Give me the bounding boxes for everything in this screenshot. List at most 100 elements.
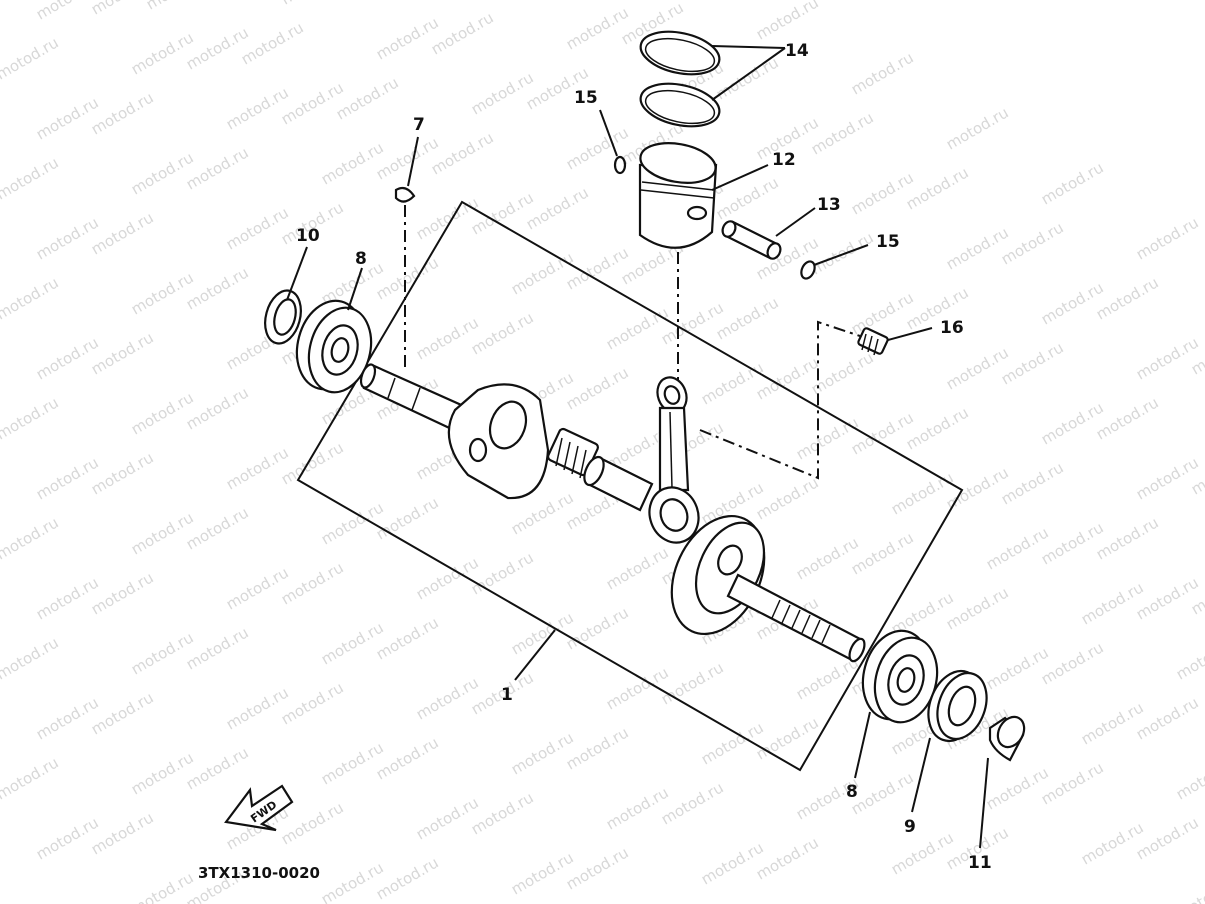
watermark-text: motod.ru [88, 808, 157, 858]
watermark-text: motod.ru [128, 508, 197, 558]
watermark-text: motod.ru [1078, 578, 1147, 628]
watermark-text: motod.ru [0, 153, 62, 203]
watermark-text: motod.ru [183, 263, 252, 313]
watermark-text: motod.ru [508, 608, 577, 658]
watermark-text: motod.ru [33, 813, 102, 863]
watermark-text: motod.ru [1133, 573, 1202, 623]
watermark-text: motod.ru [373, 733, 442, 783]
watermark-text: motod.ru [698, 358, 767, 408]
callout-15-left: 15 [574, 88, 598, 108]
watermark-text: motod.ru [793, 413, 862, 463]
watermark-text: motod.ru [753, 0, 822, 43]
callout-12: 12 [772, 150, 796, 170]
watermark-text: motod.ru [603, 303, 672, 353]
callout-16: 16 [940, 318, 964, 338]
watermark-text: motod.ru [848, 528, 917, 578]
watermark-text: motod.ru [318, 738, 387, 788]
crank-pin [583, 455, 654, 512]
watermark-text: motod.ru [943, 223, 1012, 273]
watermark-text: motod.ru [128, 148, 197, 198]
collar [988, 715, 1026, 762]
watermark-text: motod.ru [998, 338, 1067, 388]
callout-13: 13 [817, 195, 841, 215]
watermark-text: motod.ru [278, 438, 347, 488]
watermark-text: motod.ru [468, 188, 537, 238]
watermark-text: motod.ru [848, 288, 917, 338]
piston-pin [721, 220, 782, 260]
watermark-text: motod.ru [0, 633, 62, 683]
watermark-text: motod.ru [318, 138, 387, 188]
watermark-text: motod.ru [508, 848, 577, 898]
watermark-text: motod.ru [373, 13, 442, 63]
watermark-text: motod.ru [413, 553, 482, 603]
watermark-text: motod.ru [753, 353, 822, 403]
watermark-text: motod.ru [413, 313, 482, 363]
watermark-text: motod.ru [128, 748, 197, 798]
small-end-needle-bearing [857, 327, 889, 356]
watermark-text: motod.ru [373, 613, 442, 663]
watermark-text: motod.ru [1093, 513, 1162, 563]
watermark-text: motod.ru [278, 78, 347, 128]
bearing-right [861, 629, 939, 724]
callout-7: 7 [413, 115, 425, 135]
watermark-text: motod.ru [698, 718, 767, 768]
watermark-text: motod.ru [753, 713, 822, 763]
watermark-text: motod.ru [713, 173, 782, 223]
watermark-text: motod.ru [428, 8, 497, 58]
callout-1: 1 [501, 685, 513, 705]
watermark-text: motod.ru [1078, 698, 1147, 748]
watermark-text: motod.ru [413, 673, 482, 723]
oil-seal-left [264, 289, 302, 345]
watermark-text: motod.ru [468, 548, 537, 598]
watermark-text: motod.ru [1133, 333, 1202, 383]
watermark-text: motod.ru [1173, 873, 1205, 904]
watermark-text: motod.ru [223, 203, 292, 253]
watermark-text: motod.ru [713, 53, 782, 103]
watermark-text: motod.ru [413, 193, 482, 243]
watermark-text: motod.ru [903, 403, 972, 453]
forward-direction-arrow: FWD [224, 784, 294, 832]
assembly-guide-lines [404, 205, 861, 480]
bearing-left [295, 299, 373, 394]
watermark-text: motod.ru [983, 763, 1052, 813]
watermark-text: motod.ru [183, 623, 252, 673]
callout-labels: 14 15 12 13 15 16 7 10 8 1 8 9 11 [296, 41, 992, 873]
callout-9: 9 [904, 817, 916, 837]
watermark-text: motod.ru [1038, 518, 1107, 568]
connecting-rod [648, 376, 700, 544]
watermark-text: motod.ru [278, 0, 347, 8]
watermark-text: motod.ru [0, 273, 62, 323]
watermark-text: motod.ru [603, 783, 672, 833]
watermark-text: motod.ru [0, 513, 62, 563]
watermark-text: motod.ru [0, 33, 62, 83]
watermark-text: motod.ru [413, 793, 482, 843]
watermark-text: motod.ru [998, 458, 1067, 508]
watermark-text: motod.ru [33, 93, 102, 143]
watermark-text: motod.ru [508, 728, 577, 778]
watermark-text: motod.ru [128, 28, 197, 78]
watermark-text: motod.ru [1133, 813, 1202, 863]
watermark-text: motod.ru [943, 103, 1012, 153]
watermark-text: motod.ru [88, 688, 157, 738]
watermark-text: motod.ru [753, 833, 822, 883]
watermark-text: motod.ru [998, 218, 1067, 268]
watermark-text: motod.ru [1133, 213, 1202, 263]
watermark-text: motod.ru [1038, 158, 1107, 208]
piston-rings [639, 30, 721, 128]
watermark-text: motod.ru [508, 248, 577, 298]
watermark-text: motod.ru [1038, 758, 1107, 808]
watermark-text: motod.ru [563, 363, 632, 413]
watermark-text: motod.ru [1038, 398, 1107, 448]
watermark-text: motod.ru [848, 48, 917, 98]
watermark-text: motod.ru [753, 473, 822, 523]
watermark-text: motod.ru [373, 133, 442, 183]
callout-8-right: 8 [846, 782, 858, 802]
watermark-text: motod.ru [278, 678, 347, 728]
watermark-text: motod.ru [983, 643, 1052, 693]
watermark-text: motod.ru [888, 828, 957, 878]
watermark-text: motod.ru [713, 293, 782, 343]
watermark-text: motod.ru [563, 843, 632, 893]
watermark-text: motod.ru [0, 753, 62, 803]
